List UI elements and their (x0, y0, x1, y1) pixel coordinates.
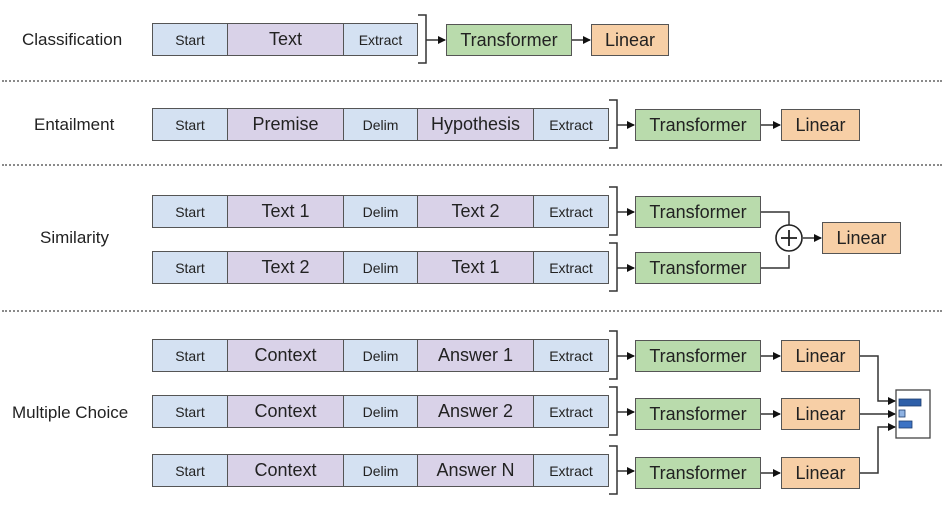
text-token: Text 1 (417, 251, 534, 284)
transformer-block: Transformer (635, 196, 761, 228)
task-label-entailment: Entailment (34, 115, 115, 134)
linear-block: Linear (781, 457, 860, 489)
answer-token: Answer N (417, 454, 534, 487)
softmax-bar-icon (895, 389, 931, 439)
transformer-block: Transformer (635, 457, 761, 489)
connector (860, 355, 896, 405)
task-label-classification: Classification (22, 30, 123, 49)
bracket (609, 330, 618, 380)
section-divider (2, 310, 942, 312)
delim-token: Delim (343, 454, 418, 487)
bracket (609, 242, 618, 292)
answer-token: Answer 1 (417, 339, 534, 372)
extract-token: Extract (533, 454, 609, 487)
connector (761, 255, 790, 269)
section-divider (2, 164, 942, 166)
transformer-block: Transformer (635, 340, 761, 372)
delim-token: Delim (343, 195, 418, 228)
delim-token: Delim (343, 108, 418, 141)
linear-block: Linear (822, 222, 901, 254)
transformer-block: Transformer (446, 24, 572, 56)
start-token: Start (152, 454, 228, 487)
start-token: Start (152, 195, 228, 228)
extract-token: Extract (533, 339, 609, 372)
bracket (609, 445, 618, 495)
extract-token: Extract (533, 251, 609, 284)
bracket (418, 14, 427, 64)
start-token: Start (152, 395, 228, 428)
connector (761, 211, 790, 225)
bracket (609, 186, 618, 236)
start-token: Start (152, 339, 228, 372)
plus-circle-icon (775, 224, 803, 252)
delim-token: Delim (343, 339, 418, 372)
context-token: Context (227, 395, 344, 428)
text-token: Text 2 (417, 195, 534, 228)
connector (860, 423, 896, 474)
start-token: Start (152, 108, 228, 141)
text-token: Text 1 (227, 195, 344, 228)
section-divider (2, 80, 942, 82)
linear-block: Linear (591, 24, 669, 56)
start-token: Start (152, 251, 228, 284)
extract-token: Extract (343, 23, 418, 56)
answer-token: Answer 2 (417, 395, 534, 428)
task-label-multiple-choice: Multiple Choice (12, 403, 129, 422)
context-token: Context (227, 339, 344, 372)
delim-token: Delim (343, 395, 418, 428)
extract-token: Extract (533, 195, 609, 228)
linear-block: Linear (781, 109, 860, 141)
bracket (609, 99, 618, 149)
bracket (609, 386, 618, 436)
linear-block: Linear (781, 340, 860, 372)
extract-token: Extract (533, 395, 609, 428)
extract-token: Extract (533, 108, 609, 141)
linear-block: Linear (781, 398, 860, 430)
transformer-block: Transformer (635, 398, 761, 430)
task-label-similarity: Similarity (40, 228, 109, 247)
premise-token: Premise (227, 108, 344, 141)
transformer-block: Transformer (635, 252, 761, 284)
transformer-block: Transformer (635, 109, 761, 141)
hypothesis-token: Hypothesis (417, 108, 534, 141)
